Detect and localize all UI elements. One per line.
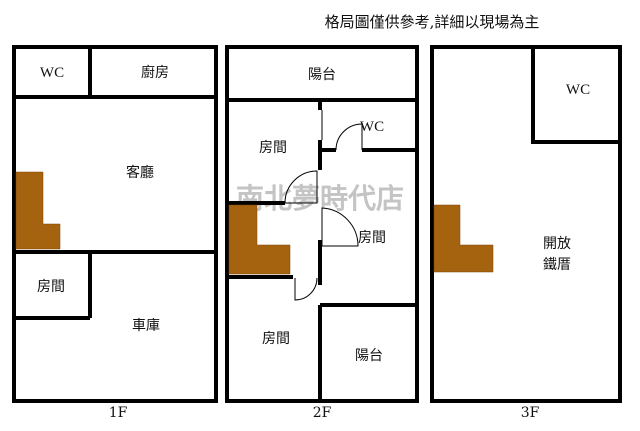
room-2f-bedroom-lower: 房間: [262, 331, 290, 347]
door-2f-room-right: [321, 207, 359, 247]
stairs-3f: [433, 204, 494, 273]
floor-3f: WC 開放 鐵厝 3F: [430, 45, 622, 421]
floor-label-1f: 1F: [109, 405, 128, 421]
room-2f-wc: WC: [360, 119, 384, 135]
room-3f-open-line2: 鐵厝: [543, 256, 571, 273]
room-3f-wc: WC: [566, 82, 590, 98]
floor-3f-outline: [430, 45, 622, 403]
stairs-1f: [15, 171, 61, 250]
room-1f-wc: WC: [40, 65, 64, 81]
floor-1f: WC 廚房 客廳 房間 車庫 1F: [12, 45, 218, 421]
room-2f-bedroom-upper: 房間: [259, 140, 287, 156]
room-1f-kitchen: 廚房: [141, 64, 169, 81]
floor-label-3f: 3F: [521, 405, 540, 421]
room-1f-garage: 車庫: [132, 317, 160, 334]
watermark: 南北夢時代店: [236, 182, 404, 215]
floor-1f-outline: [12, 45, 218, 403]
room-2f-bedroom-right: 房間: [358, 230, 386, 246]
door-2f-room-upper: [284, 170, 318, 204]
door-2f-wc: [321, 110, 363, 151]
room-1f-bedroom: 房間: [37, 279, 65, 295]
stairs-2f: [228, 204, 291, 275]
floor-2f: 陽台 房間 WC 房間 房間 陽台 2F: [225, 45, 419, 421]
floor-label-2f: 2F: [313, 405, 332, 421]
door-2f-room-lower: [294, 277, 318, 301]
room-1f-living: 客廳: [126, 164, 154, 181]
room-2f-balcony-bottom: 陽台: [355, 348, 383, 364]
disclaimer-title: 格局圖僅供參考,詳細以現場為主: [325, 13, 540, 31]
room-3f-open-line1: 開放: [543, 236, 571, 252]
room-2f-balcony-top: 陽台: [308, 67, 336, 83]
